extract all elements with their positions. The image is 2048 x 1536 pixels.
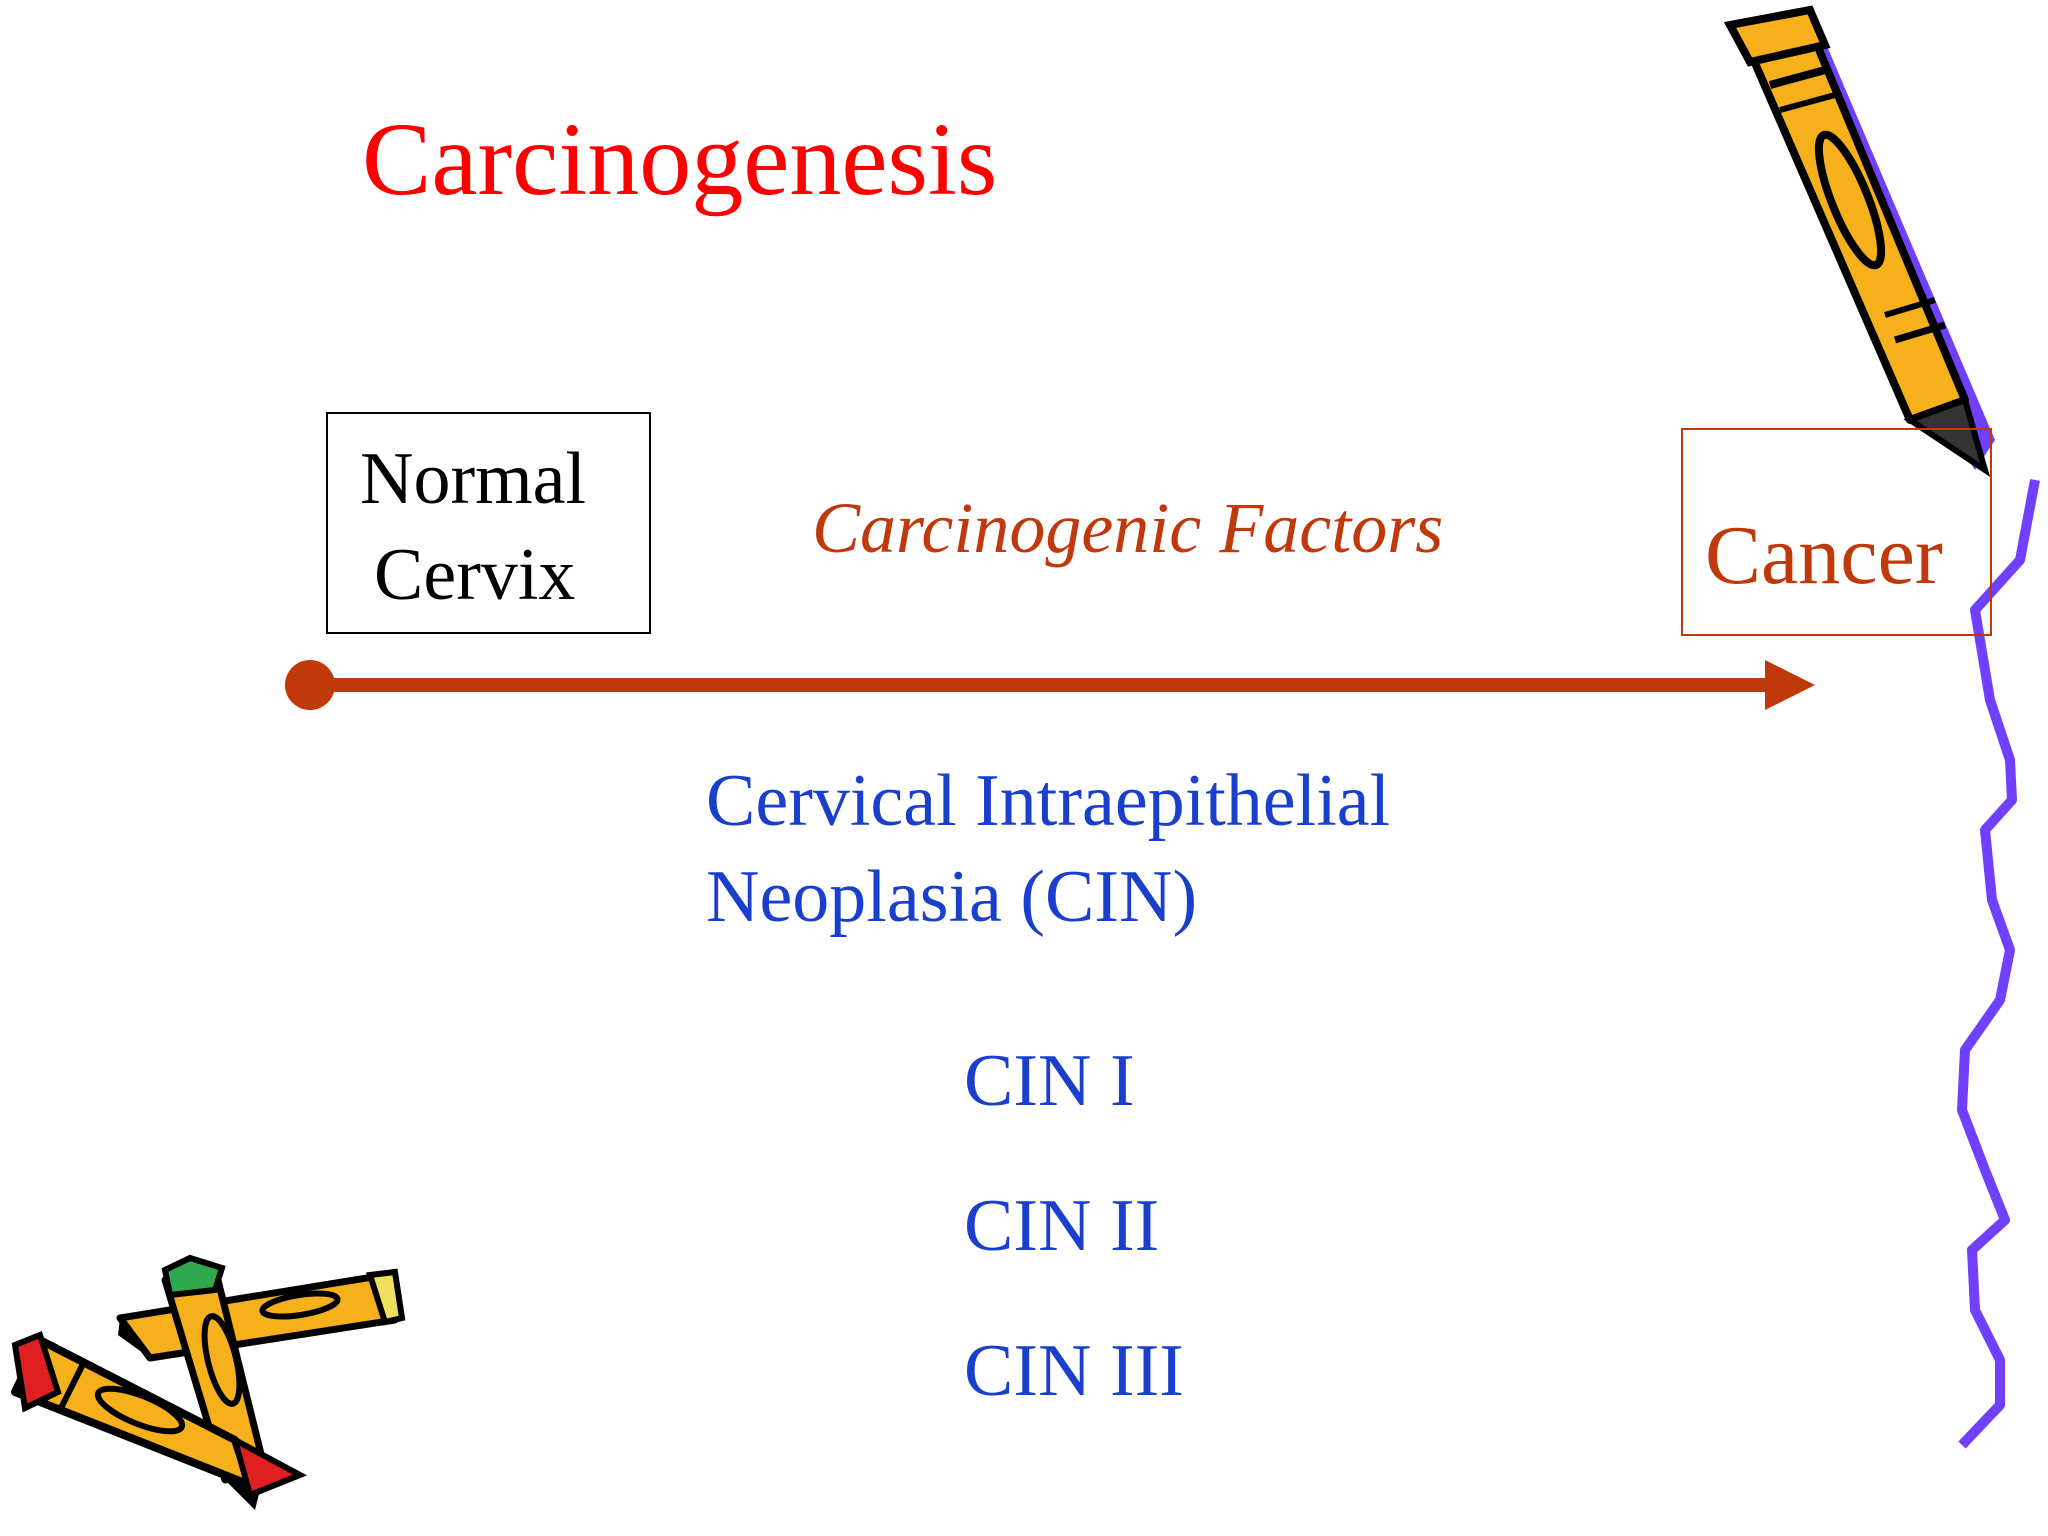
cin-stage-2: CIN II xyxy=(964,1185,1160,1267)
cin-heading-line2: Neoplasia (CIN) xyxy=(706,856,1198,938)
cancer-box xyxy=(1681,428,1992,636)
cin-stage-3: CIN III xyxy=(964,1330,1184,1412)
normal-cervix-label-line1: Normal xyxy=(360,438,587,520)
cancer-label: Cancer xyxy=(1705,509,1943,602)
timeline-arrow xyxy=(285,660,1815,710)
purple-squiggle-icon xyxy=(1957,479,2040,1449)
normal-cervix-box xyxy=(326,412,651,634)
slide-title: Carcinogenesis xyxy=(362,102,998,217)
normal-cervix-label-line2: Cervix xyxy=(374,534,576,616)
cin-heading-line1: Cervical Intraepithelial xyxy=(706,760,1391,842)
pencil-clipart-icon xyxy=(1723,5,1995,478)
timeline-start-dot xyxy=(285,660,335,710)
pencils-clipart-icon xyxy=(11,1254,406,1510)
cin-stage-1: CIN I xyxy=(964,1040,1135,1122)
carcinogenic-factors-label: Carcinogenic Factors xyxy=(812,488,1444,568)
